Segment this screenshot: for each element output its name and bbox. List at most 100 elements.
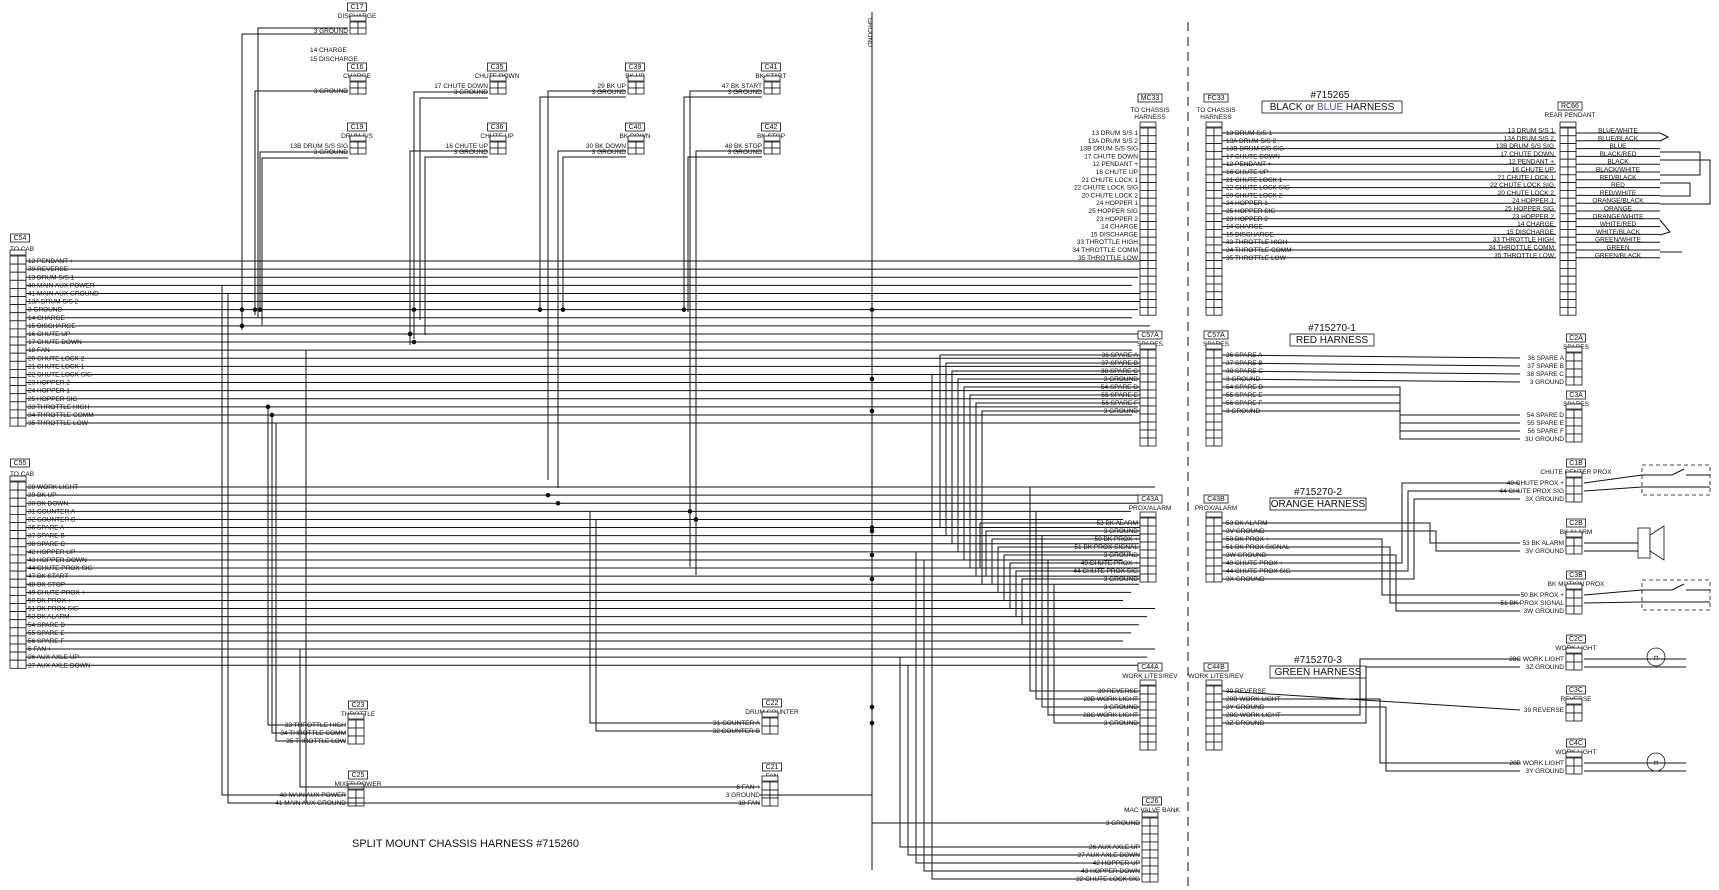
mc33-cell (1147, 197, 1157, 207)
c26-cell (1149, 841, 1159, 851)
c55-cell (17, 522, 27, 532)
c21-wire-label: 3 GROUND (726, 792, 761, 799)
c54-cell (17, 336, 27, 346)
c57b-cell (1213, 413, 1223, 423)
mc33-cell (1139, 135, 1149, 145)
top-conn-c40-cell (635, 147, 645, 155)
c57a-cell (1147, 405, 1157, 415)
rc66-color-label: GREEN/BLACK (1595, 252, 1642, 259)
c3b-wire-label: 50 BK PROX + (1520, 592, 1564, 599)
c21-header (761, 775, 779, 782)
c22-cell (761, 717, 771, 727)
c44b-header (1205, 679, 1223, 686)
c43b-cell (1205, 533, 1215, 543)
c26-cell (1141, 817, 1151, 827)
rc66-color-label: BLACK/WHITE (1596, 167, 1641, 174)
c57a-cell (1147, 357, 1157, 367)
spare-feed (951, 370, 1140, 544)
c55-cell (9, 522, 19, 532)
top-conn-c17-cell (349, 21, 359, 29)
fc33-cell (1213, 158, 1223, 168)
spare-wire (1221, 378, 1521, 383)
top-conn-wire-label: 17 CHUTE DOWN (434, 83, 488, 90)
top-conn-c35-header (489, 75, 507, 82)
prox-lead (1583, 474, 1643, 484)
rc66-cell (1559, 213, 1569, 223)
prox-lead (1583, 486, 1643, 492)
c57b-cell (1205, 421, 1215, 431)
top-conn-c19-cell (357, 141, 367, 149)
spare-wire (1222, 394, 1520, 424)
harness-black-prefix: #715265 (1311, 90, 1350, 101)
loop (1659, 219, 1671, 236)
splice-dot (537, 307, 543, 312)
fc33-cell (1213, 221, 1223, 230)
top-conn-c40-cell (627, 141, 637, 149)
wire-ground-top (261, 157, 348, 325)
top-conn-c36-header (489, 135, 507, 142)
c2b-cell (1565, 545, 1575, 555)
c3a-wire-label: 55 SPARE E (1527, 420, 1564, 427)
top-conn-c41-id-box (761, 62, 781, 72)
c44a-cell (1139, 693, 1149, 703)
prox-wire (1222, 490, 1520, 572)
mc33-wire-label: 12 PENDANT + (1092, 161, 1138, 168)
c44a-id: C44A (1141, 664, 1159, 671)
c2a-cell (1573, 360, 1583, 370)
c43a-cell (1147, 525, 1157, 535)
splice-dot (681, 307, 687, 312)
c2b-id: C2B (1569, 520, 1583, 527)
splice-dot (252, 307, 258, 312)
top-conn-c41-header (763, 75, 781, 82)
c26-cell (1141, 873, 1151, 883)
c57a-cell (1147, 349, 1157, 359)
c43a-cell (1139, 557, 1149, 567)
top-conn-wire-label: 3 GROUND (454, 149, 489, 156)
c2c-wire-label: 3Z GROUND (1526, 664, 1565, 671)
top-conn-wire-label: 47 BK START (722, 83, 762, 90)
c55-cell (9, 603, 19, 613)
harness-black-box (1261, 100, 1403, 114)
rc66-cell (1567, 189, 1577, 199)
mc33-cell (1147, 291, 1157, 300)
rc66-cell (1559, 158, 1569, 168)
c55-cell (9, 659, 19, 669)
mc33-cell (1147, 236, 1157, 246)
c57b-cell (1213, 397, 1223, 407)
c43b-cell (1205, 557, 1215, 567)
c55-cell (9, 627, 19, 637)
top-conn-c19-header (349, 135, 367, 142)
c54-cell (9, 368, 19, 378)
harness-orange-label: ORANGE HARNESS (1271, 499, 1366, 510)
c22-id-box (762, 698, 782, 708)
c57a-cell (1139, 373, 1149, 383)
c3a-cell (1565, 417, 1575, 427)
c54-cell (9, 304, 19, 314)
top-conn-c17-cell (357, 27, 367, 35)
rc66-wire-label: 13 DRUM S/S 1 (1508, 128, 1555, 135)
c26-cell (1149, 873, 1159, 883)
top-conn-c36-id: C36 (491, 124, 504, 131)
splice-dot (257, 307, 263, 312)
fc33-cell (1213, 143, 1223, 152)
wire-chute-up (409, 150, 488, 345)
c1b-cell (1573, 477, 1583, 487)
prox-wire (1222, 482, 1520, 564)
c44a-cell (1147, 685, 1157, 695)
mc33-cell (1139, 189, 1149, 199)
chute-prox-switch-contact (1671, 468, 1685, 476)
mc33-cell (1139, 244, 1149, 254)
top-conn-wire-label: 30 BK DOWN (586, 143, 626, 150)
fc33-header (1205, 121, 1223, 128)
mc33-cell (1147, 306, 1157, 316)
c54-cell (9, 328, 19, 338)
top-conn-c41-cell (771, 81, 781, 89)
c55-cell (9, 554, 19, 564)
top-conn-c35-cell (489, 87, 499, 95)
c54-cell (17, 296, 27, 306)
fc33-cell (1205, 182, 1215, 191)
wl-feed (1053, 584, 1140, 724)
rc66-cell (1567, 143, 1577, 152)
mc33-cell (1147, 143, 1157, 152)
top-conn-c36-cell (489, 141, 499, 149)
